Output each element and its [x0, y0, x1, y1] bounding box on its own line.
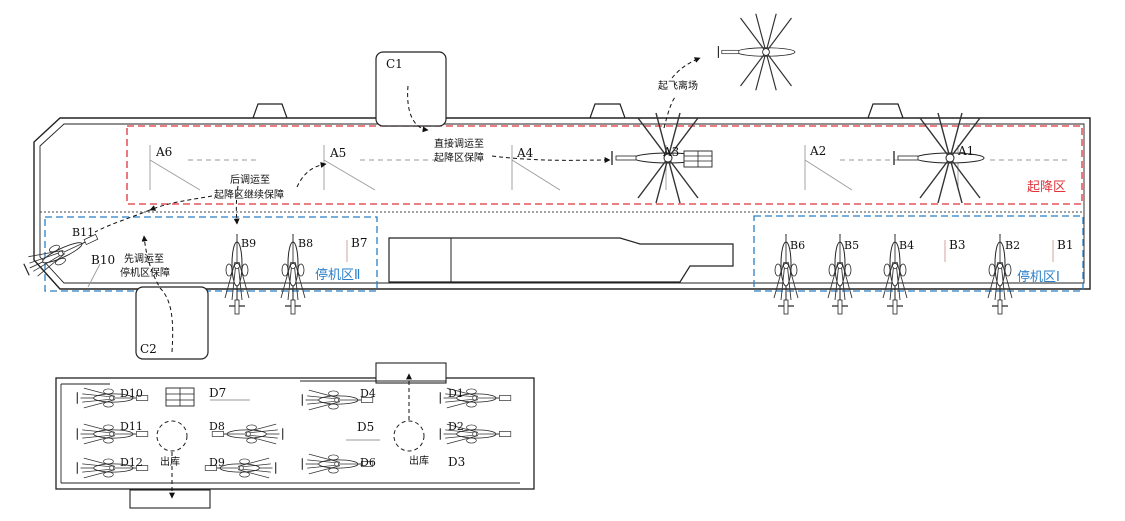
tow-tractor-icon: [683, 150, 713, 168]
spot-b5-label: B5: [844, 239, 859, 252]
hangar-exit-arrows: [169, 373, 412, 499]
spot-a4-label: A4: [516, 146, 534, 160]
elevator-c2-label: C2: [140, 342, 157, 356]
spot-b2-label: B2: [1005, 239, 1020, 252]
first-annotation-line2: 停机区保障: [120, 266, 170, 279]
spot-d4-label: D4: [360, 387, 376, 400]
helicopter-takeoff: [717, 13, 796, 91]
spot-b6-label: B6: [790, 239, 805, 252]
later-annotation-line2: 起降区继续保障: [214, 188, 284, 201]
spot-b3-label: B3: [949, 238, 965, 252]
deck-elevator: [388, 237, 734, 283]
landing-zone-label: 起降区: [1027, 180, 1066, 195]
spot-d3-label: D3: [448, 455, 465, 469]
spot-a6-label: A6: [155, 145, 172, 159]
direct-annotation-line1: 直接调运至: [434, 137, 484, 150]
spot-b4-label: B4: [899, 239, 914, 252]
flow-arrows: [94, 57, 701, 353]
elevator-c1: [375, 51, 447, 127]
direct-annotation-line2: 起降区保障: [434, 151, 484, 164]
spot-b8-label: B8: [298, 237, 313, 250]
spot-b10-label: B10: [91, 253, 115, 267]
spot-a3-label: A3: [662, 145, 679, 159]
spot-d5-label: D5: [357, 420, 374, 434]
parking-spot-markers: [87, 240, 1054, 288]
spot-b9-label: B9: [241, 237, 256, 250]
later-annotation-line1: 后调运至: [230, 174, 270, 186]
spot-b7-label: B7: [351, 236, 367, 250]
spot-d6-label: D6: [360, 456, 376, 469]
ship-deck: [33, 103, 1091, 290]
hangar: [55, 362, 535, 509]
takeoff-annotation: 起飞离场: [658, 79, 698, 92]
spot-d10-label: D10: [120, 387, 143, 400]
spot-d7-label: D7: [209, 386, 226, 400]
spot-d11-label: D11: [120, 420, 143, 433]
spot-b11-label: B11: [72, 226, 94, 239]
parking-zone-1-border: [753, 215, 1084, 292]
first-annotation-line1: 先调运至: [124, 253, 164, 265]
elevator-c1-label: C1: [386, 57, 403, 71]
spot-d12-label: D12: [120, 456, 143, 469]
spot-d1-label: D1: [448, 387, 464, 400]
parking-zone-2-label: 停机区Ⅱ: [315, 267, 360, 283]
landing-zone-border: [126, 125, 1083, 205]
spot-d8-label: D8: [209, 420, 225, 433]
spot-a2-label: A2: [809, 144, 826, 158]
spot-d2-label: D2: [448, 420, 464, 433]
exit-left-label: 出库: [160, 455, 180, 468]
exit-right-label: 出库: [409, 454, 429, 467]
parking-zone-1-label: 停机区Ⅰ: [1017, 269, 1060, 285]
spot-a1-label: A1: [957, 144, 974, 158]
spot-b1-label: B1: [1057, 238, 1073, 252]
spot-d9-label: D9: [209, 456, 225, 469]
spot-a5-label: A5: [329, 146, 346, 160]
